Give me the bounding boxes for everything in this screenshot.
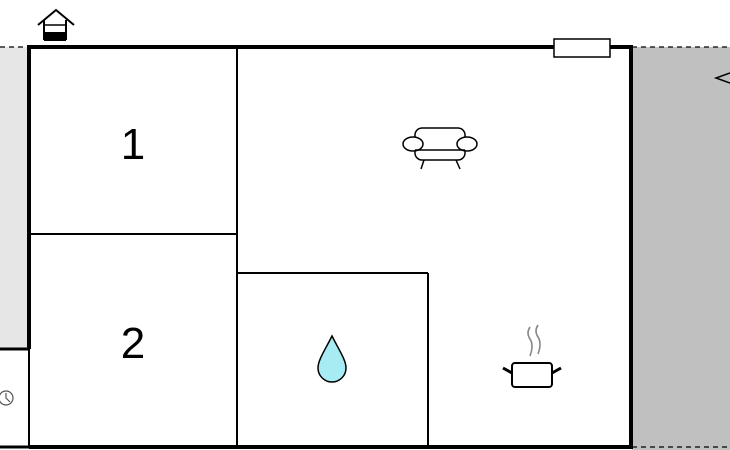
sofa-icon: [402, 127, 478, 170]
terrace: [632, 47, 730, 450]
cooking-pot-icon: [502, 324, 562, 388]
room-2-label: 2: [121, 319, 145, 368]
arrow-icon: [713, 72, 730, 84]
left-side-area: [0, 47, 29, 349]
room-1-label: 1: [121, 120, 145, 169]
window: [553, 38, 611, 58]
water-drop-icon: [317, 334, 347, 383]
house-entrance-icon: [37, 8, 75, 41]
clock-icon: [0, 390, 14, 406]
